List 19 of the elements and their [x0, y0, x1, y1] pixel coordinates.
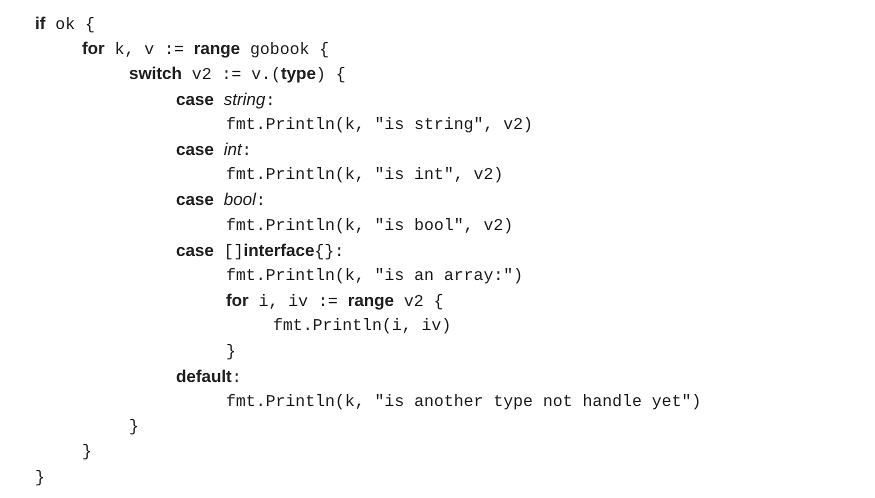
code-line: switch v2 := v.(type) { — [129, 64, 346, 86]
code-line: } — [35, 468, 45, 488]
code-line: case string: — [176, 90, 276, 111]
code-line: } — [129, 417, 139, 438]
code-line: case bool: — [176, 190, 266, 212]
code-line: fmt.Println(k, "is int", v2) — [226, 165, 504, 186]
code-line: case []interface{}: — [176, 240, 344, 262]
code-line: if ok { — [35, 14, 95, 35]
code-line: fmt.Println(k, "is string", v2) — [226, 114, 533, 135]
code-line: for i, iv := range v2 { — [226, 291, 444, 312]
code-line: fmt.Println(k, "is an array:") — [226, 266, 524, 286]
code-line: case int: — [176, 140, 252, 161]
code-line: for k, v := range gobook { — [82, 39, 330, 60]
code-line: fmt.Println(k, "is another type not handle yet") — [226, 392, 702, 412]
code-line: } — [82, 442, 92, 462]
code-line: fmt.Println(i, iv) — [273, 316, 452, 336]
code-line: default: — [176, 366, 242, 388]
code-line: } — [226, 342, 236, 362]
code-line: fmt.Println(k, "is bool", v2) — [226, 216, 514, 236]
